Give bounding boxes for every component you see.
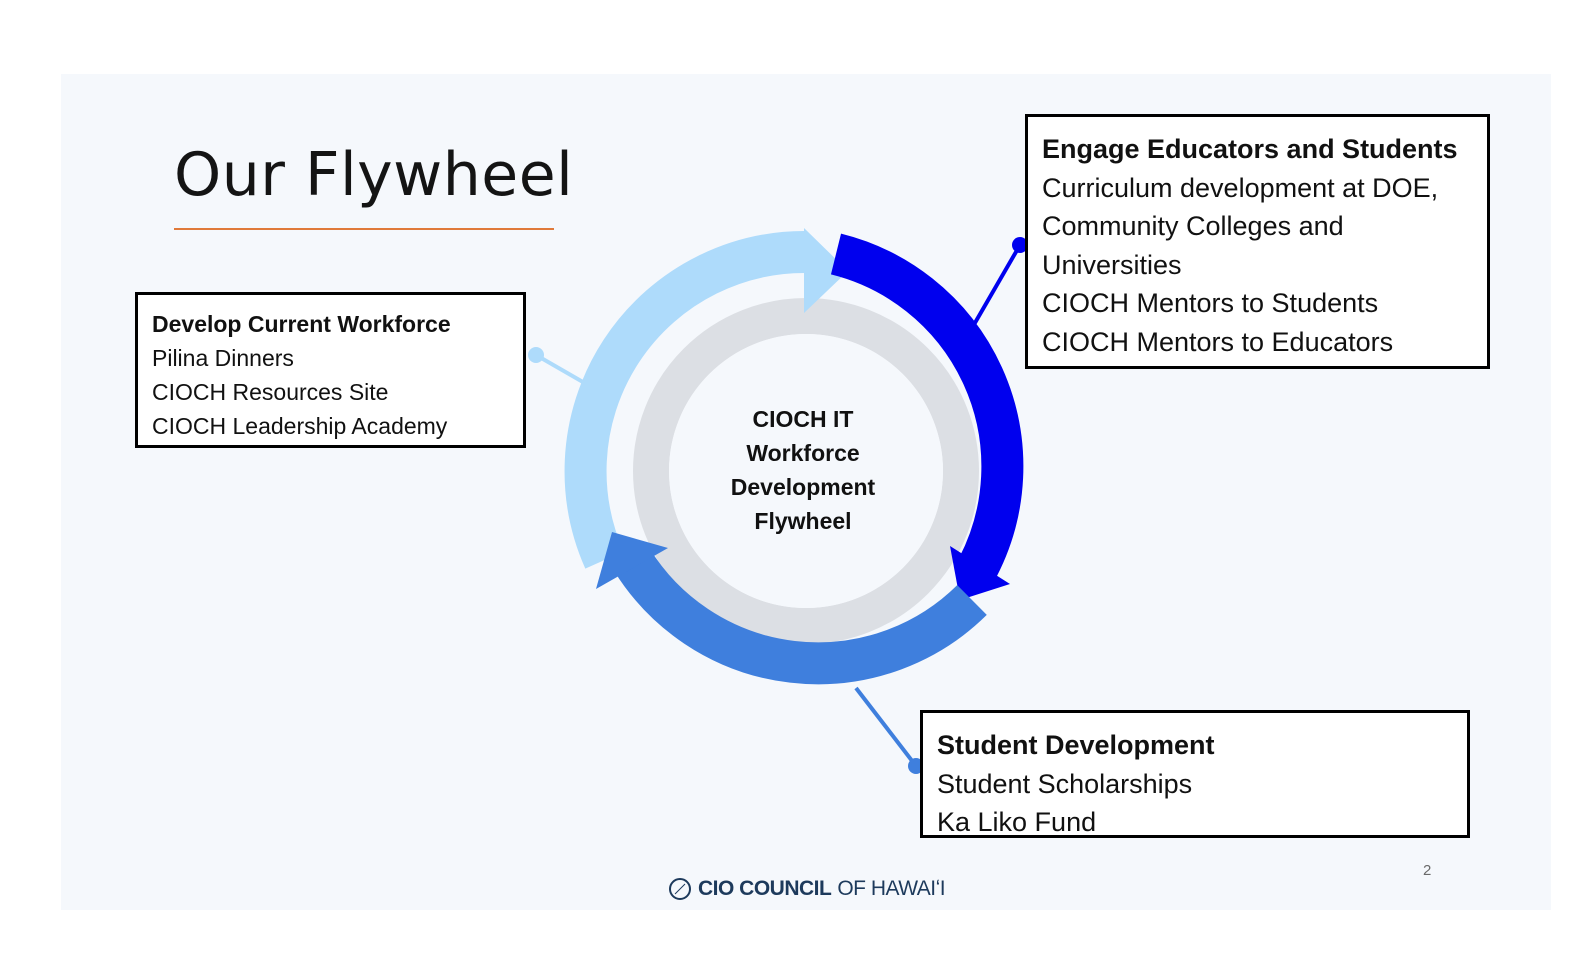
slide-title: Our Flywheel <box>174 140 574 210</box>
arrowhead-mid <box>596 532 668 589</box>
center-disc <box>669 334 943 608</box>
center-line: CIOCH IT <box>752 406 854 432</box>
connector-develop-dot <box>528 347 544 363</box>
flywheel-center-label: CIOCH IT Workforce Development Flywheel <box>700 402 906 538</box>
arc-mid <box>614 548 987 685</box>
box-item: CIOCH Leadership Academy <box>152 413 448 439</box>
box-heading: Student Development <box>937 730 1215 760</box>
box-item: Universities <box>1042 249 1182 280</box>
develop-workforce-box: Develop Current Workforce Pilina Dinners… <box>135 292 526 448</box>
box-item: Pilina Dinners <box>152 345 294 371</box>
compass-logo-icon <box>669 878 691 900</box>
arc-dark <box>830 233 1024 577</box>
box-item: Curriculum development at DOE, <box>1042 172 1439 203</box>
center-line: Workforce <box>746 440 860 466</box>
arrowhead-light <box>804 228 848 313</box>
box-item: Student Scholarships <box>937 768 1193 799</box>
box-heading: Engage Educators and Students <box>1042 134 1458 164</box>
title-underline <box>174 228 554 230</box>
box-item: CIOCH Mentors to Educators <box>1042 326 1394 357</box>
footer-brand-strong: CIO COUNCIL <box>698 877 832 900</box>
box-item: CIOCH Mentors to Students <box>1042 288 1379 318</box>
box-item: CIOCH Resources Site <box>152 379 389 405</box>
page-number: 2 <box>1423 862 1432 879</box>
arc-light <box>564 230 807 569</box>
inner-ring <box>633 298 979 644</box>
connector-engage <box>970 243 1022 330</box>
box-heading: Develop Current Workforce <box>152 311 451 337</box>
connector-engage-dot <box>1012 237 1028 253</box>
center-line: Development <box>730 474 876 500</box>
engage-educators-box: Engage Educators and Students Curriculum… <box>1025 114 1490 369</box>
arrowhead-dark <box>950 546 1010 600</box>
footer-logo: CIO COUNCIL OF HAWAIʻI <box>668 874 946 904</box>
student-development-box: Student Development Student Scholarships… <box>920 710 1470 838</box>
footer-brand-light: OF HAWAIʻI <box>837 877 946 900</box>
box-item: Ka Liko Fund <box>937 807 1097 837</box>
center-line: Flywheel <box>754 508 852 534</box>
connector-student <box>854 686 918 768</box>
box-item: Community Colleges and <box>1042 211 1344 241</box>
